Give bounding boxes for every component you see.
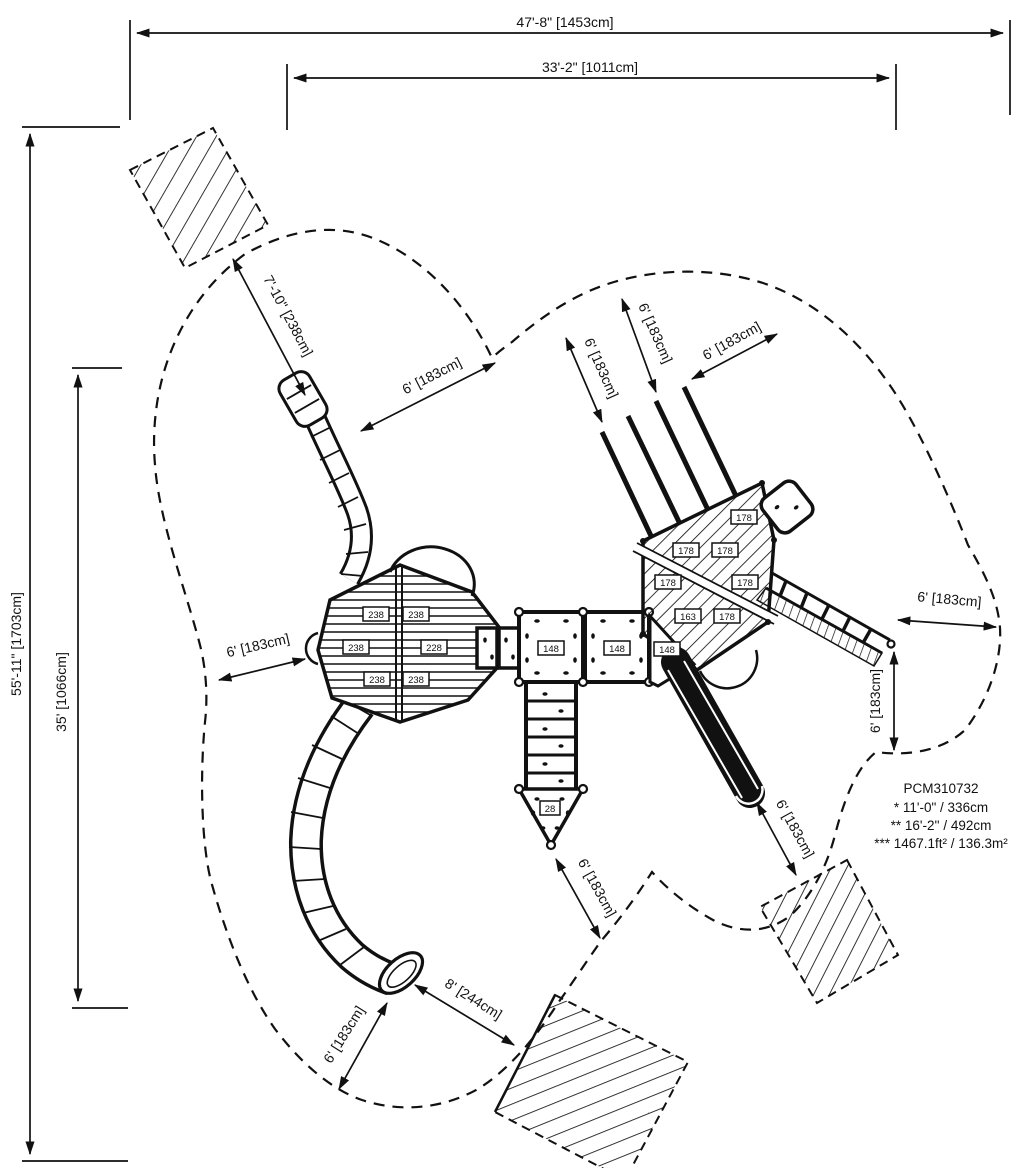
climbing-poles [599,385,739,540]
dim-6ft-top-right-1: 6' [183cm] [565,335,622,424]
svg-text:28: 28 [545,804,556,815]
label-box: 178 [672,542,700,558]
label-box: 148 [537,640,565,656]
label-box: 178 [731,574,759,590]
svg-text:148: 148 [609,644,625,655]
svg-text:238: 238 [369,675,385,686]
label-box: 148 [653,641,681,657]
svg-text:6' [183cm]: 6' [183cm] [773,797,818,861]
svg-text:6' [183cm]: 6' [183cm] [581,335,622,400]
dim-8ft-bottom: 8' [244cm] [414,975,515,1046]
use-zone-boundary [153,228,1002,1109]
triangle-deck [513,783,589,851]
label-box: 163 [674,608,702,624]
svg-text:178: 178 [737,578,753,589]
svg-text:178: 178 [736,513,752,524]
svg-text:238: 238 [408,675,424,686]
note-line-3: *** 1467.1ft² / 136.3m² [874,836,1008,851]
svg-text:6' [183cm]: 6' [183cm] [700,318,764,363]
label-box: 238 [402,606,430,622]
lower-tube-slide [288,694,425,996]
dim-6ft-top-right-2: 6' [183cm] [621,297,676,394]
svg-text:178: 178 [660,578,676,589]
dim-6ft-triangle: 6' [183cm] [555,856,620,939]
svg-text:6' [183cm]: 6' [183cm] [867,669,883,733]
inner-depth-label: 35' [1066cm] [53,652,69,732]
dark-slide [661,647,765,808]
dim-overall-depth: 55'-11" [1703cm] [8,126,128,1162]
svg-text:163: 163 [680,612,696,623]
svg-text:6' [183cm]: 6' [183cm] [635,300,676,365]
svg-text:6' [183cm]: 6' [183cm] [320,1003,368,1066]
svg-text:238: 238 [408,610,424,621]
stairs [524,684,578,788]
note-line-2: ** 16'-2'' / 492cm [891,818,992,833]
label-box: 178 [713,608,741,624]
deck-height-labels: 238 238 238 228 238 238 178 178 178 178 … [342,509,759,816]
tube-rings [288,699,373,966]
label-box: 238 [362,606,390,622]
svg-text:8' [244cm]: 8' [244cm] [442,975,505,1023]
svg-text:178: 178 [717,546,733,557]
label-box: 178 [711,542,739,558]
tube-slide-mouth [377,951,425,995]
overall-width-label: 47'-8" [1453cm] [516,14,613,30]
svg-text:228: 228 [426,643,442,654]
panel-arc [698,649,759,690]
dim-6ft-top-right-3: 6' [183cm] [690,318,779,380]
label-box: 238 [402,671,430,687]
label-box: 148 [603,640,631,656]
inner-width-label: 33'-2" [1011cm] [542,59,638,75]
svg-text:6' [183cm]: 6' [183cm] [225,630,291,660]
roof-arc [388,545,476,597]
svg-text:6' [183cm]: 6' [183cm] [400,354,464,397]
svg-text:6' [183cm]: 6' [183cm] [917,588,982,610]
dim-6ft-right-vertical: 6' [183cm] [867,650,899,752]
svg-text:148: 148 [543,644,559,655]
label-box: 178 [654,574,682,590]
svg-text:7'-10" [238cm]: 7'-10" [238cm] [260,272,316,358]
svg-text:178: 178 [678,546,694,557]
upper-open-slide [277,370,373,585]
hatch-pad-bottom-center [493,993,690,1168]
hatch-pad-top-left [128,126,270,270]
square-deck-2 [583,610,651,684]
label-box: 238 [342,639,370,655]
dim-overall-width: 47'-8" [1453cm] [129,14,1011,120]
svg-text:6' [183cm]: 6' [183cm] [575,856,620,920]
dim-6ft-left: 6' [183cm] [217,630,307,682]
dim-6ft-bottom-left: 6' [183cm] [320,1002,388,1090]
dim-6ft-top-center: 6' [183cm] [359,354,497,432]
overall-depth-label: 55'-11" [1703cm] [8,592,24,696]
label-box: 228 [420,639,448,655]
dim-6ft-dark-slide: 6' [183cm] [756,797,818,876]
inclined-ladder [755,571,896,668]
svg-text:238: 238 [348,643,364,654]
product-note-block: PCM310732 * 11'-0" / 336cm ** 16'-2'' / … [874,781,1008,851]
svg-text:238: 238 [368,610,384,621]
label-box: 238 [363,671,391,687]
bridge [475,626,521,670]
hatch-pad-bottom-right [758,858,900,1005]
product-code: PCM310732 [903,781,978,796]
label-box: 178 [730,509,758,525]
svg-text:178: 178 [719,612,735,623]
dim-6ft-right-horizontal: 6' [183cm] [896,588,998,631]
note-line-1: * 11'-0" / 336cm [894,800,988,815]
dim-inner-depth: 35' [1066cm] [53,367,128,1009]
svg-text:148: 148 [659,645,675,656]
slide-section-ties [310,426,369,577]
dim-inner-width: 33'-2" [1011cm] [286,59,897,130]
side-panel-arc [304,631,319,666]
top-corner-panel [759,479,815,535]
label-box: 28 [539,800,561,816]
